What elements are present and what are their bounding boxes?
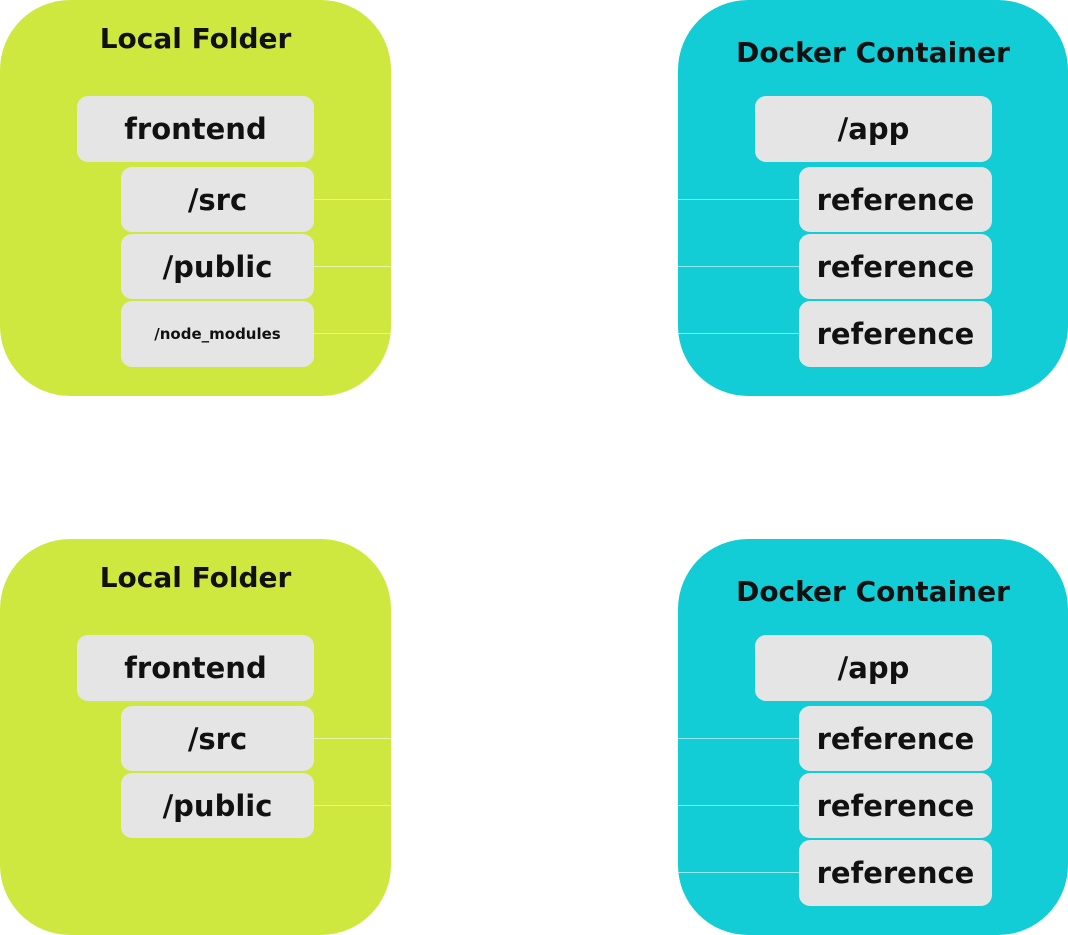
- docker-container-panel-bottom: Docker Container /app reference referenc…: [678, 539, 1068, 935]
- connector-line: [678, 738, 799, 739]
- folder-node-frontend: frontend: [77, 635, 314, 701]
- panel-title: Local Folder: [99, 561, 292, 594]
- folder-node-src: /src: [121, 706, 314, 771]
- connector-line: [314, 738, 391, 739]
- connector-line: [314, 266, 391, 267]
- folder-node-node-modules: /node_modules: [121, 301, 314, 367]
- local-folder-panel-top: Local Folder frontend /src /public /node…: [0, 0, 391, 396]
- reference-node: reference: [799, 706, 992, 771]
- panel-title: Docker Container: [736, 36, 1010, 69]
- connector-line: [678, 805, 799, 806]
- folder-node-public: /public: [121, 773, 314, 838]
- reference-node: reference: [799, 234, 992, 299]
- connector-line: [314, 805, 391, 806]
- panel-title: Local Folder: [99, 22, 292, 55]
- reference-node: reference: [799, 773, 992, 838]
- folder-node-public: /public: [121, 234, 314, 299]
- container-node-app: /app: [755, 96, 992, 162]
- container-node-app: /app: [755, 635, 992, 701]
- connector-line: [314, 199, 391, 200]
- connector-line: [678, 333, 799, 334]
- folder-node-frontend: frontend: [77, 96, 314, 162]
- panel-title: Docker Container: [736, 575, 1010, 608]
- folder-node-src: /src: [121, 167, 314, 232]
- connector-line: [678, 199, 799, 200]
- reference-node: reference: [799, 840, 992, 906]
- docker-container-panel-top: Docker Container /app reference referenc…: [678, 0, 1068, 396]
- local-folder-panel-bottom: Local Folder frontend /src /public: [0, 539, 391, 935]
- connector-line: [678, 266, 799, 267]
- reference-node: reference: [799, 301, 992, 367]
- reference-node: reference: [799, 167, 992, 232]
- connector-line: [314, 333, 391, 334]
- connector-line: [678, 872, 799, 873]
